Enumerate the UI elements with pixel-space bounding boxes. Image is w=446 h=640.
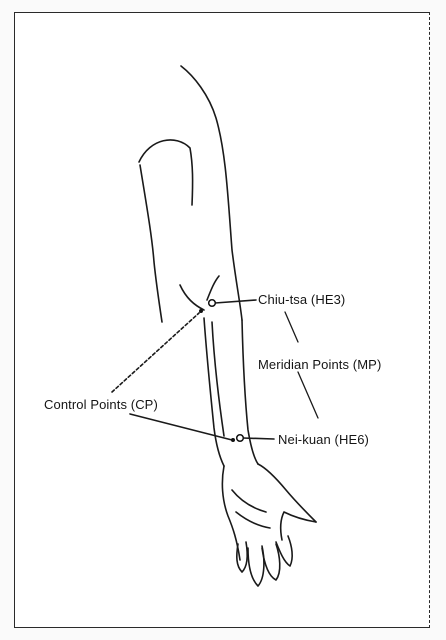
upper-arm-outer-contour — [181, 66, 242, 320]
pointer-cp-upper — [112, 313, 199, 392]
label-control-points: Control Points (CP) — [44, 398, 158, 411]
control-point-lower — [231, 438, 235, 442]
pointer-mp-upper — [285, 312, 298, 342]
control-point-upper — [199, 309, 203, 313]
chiu-tsa-point — [209, 300, 216, 307]
palm-line — [232, 490, 266, 512]
pointer-cp-lower — [130, 414, 232, 440]
shoulder-outline — [139, 140, 193, 205]
palm-crease — [236, 512, 270, 528]
pointer-chiu-tsa — [215, 300, 256, 303]
finger-2 — [248, 546, 264, 586]
upper-arm-inner-contour — [140, 165, 162, 322]
label-meridian-points: Meridian Points (MP) — [258, 358, 381, 371]
label-chiu-tsa: Chiu-tsa (HE3) — [258, 293, 345, 306]
forearm-inner-contour — [204, 318, 224, 466]
nei-kuan-point — [237, 435, 244, 442]
forearm-outer-contour — [242, 320, 258, 464]
finger-3 — [262, 544, 280, 580]
pointer-nei-kuan — [243, 438, 274, 439]
elbow-fold — [207, 276, 219, 300]
label-nei-kuan: Nei-kuan (HE6) — [278, 433, 369, 446]
pointer-mp-lower — [298, 372, 318, 418]
finger-1 — [237, 542, 247, 572]
inner-crease — [180, 285, 204, 310]
